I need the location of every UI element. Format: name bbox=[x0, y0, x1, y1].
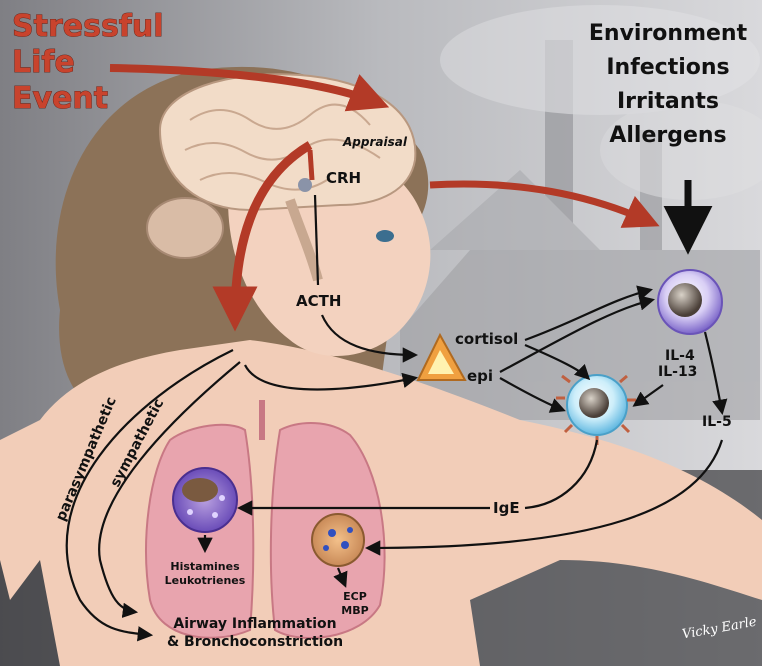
title-line-3: Event bbox=[12, 81, 108, 116]
trigger-environment: Environment bbox=[589, 21, 748, 46]
title-line-1: Stressful bbox=[12, 9, 164, 44]
label-il4: IL-4 bbox=[665, 348, 695, 364]
label-ecp: ECP bbox=[343, 590, 367, 603]
label-histamines: Histamines bbox=[170, 560, 240, 573]
label-il13: IL-13 bbox=[658, 364, 697, 380]
trigger-allergens: Allergens bbox=[609, 123, 726, 148]
outcome-line-2: & Bronchoconstriction bbox=[167, 634, 343, 650]
cerebellum bbox=[147, 198, 223, 258]
mast-cell bbox=[173, 468, 237, 532]
label-crh: CRH bbox=[326, 169, 361, 187]
eye bbox=[376, 230, 394, 242]
eosinophil-cell bbox=[312, 514, 364, 566]
label-ige: IgE bbox=[493, 499, 520, 517]
th2-lymphocyte bbox=[658, 270, 722, 334]
label-acth: ACTH bbox=[296, 292, 341, 310]
label-appraisal: Appraisal bbox=[342, 135, 408, 149]
label-il5: IL-5 bbox=[702, 414, 732, 430]
label-leukotrienes: Leukotrienes bbox=[165, 574, 246, 587]
label-cortisol: cortisol bbox=[455, 330, 518, 348]
label-mbp: MBP bbox=[341, 604, 368, 617]
trigger-infections: Infections bbox=[606, 55, 729, 80]
trigger-irritants: Irritants bbox=[617, 89, 719, 114]
label-epi: epi bbox=[467, 367, 493, 385]
title-line-2: Life bbox=[12, 45, 75, 80]
outcome-line-1: Airway Inflammation bbox=[173, 616, 336, 632]
